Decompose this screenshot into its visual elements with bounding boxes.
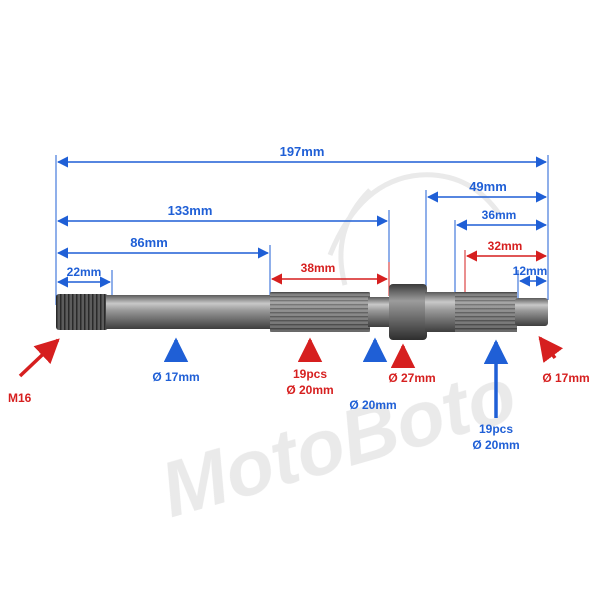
callout-labels: M16 Ø 17mm 19pcs Ø 20mm Ø 20mm Ø 27mm 19… [8,367,590,452]
end-diameter-arrow [538,336,564,363]
dimension-lines [56,156,548,288]
watermark: MotoBoto [151,172,525,534]
neck-diameter-label: Ø 20mm [349,398,396,412]
threaded-end [56,294,108,330]
dim-38-label: 38mm [301,261,336,275]
dim-86-label: 86mm [130,235,168,250]
end-journal [515,298,548,326]
shaft [56,284,548,340]
m16-arrow [18,338,60,378]
spline-right-diameter-label: Ø 20mm [472,438,519,452]
neck-section [368,297,392,327]
spline-shading-right [455,292,517,332]
end-diameter-label: Ø 17mm [542,371,589,385]
collar-diameter-label: Ø 27mm [388,371,435,385]
shaft-body [106,295,272,329]
extension-lines [55,155,549,305]
dim-133-label: 133mm [168,203,213,218]
shaft-diameter-label: Ø 17mm [152,370,199,384]
m16-label: M16 [8,391,32,405]
dimension-labels: 197mm 133mm 86mm 22mm 38mm 49mm 36mm 32m… [67,144,548,279]
callout-arrows [18,336,564,418]
dim-36-label: 36mm [482,208,517,222]
spline-shading-left [270,292,370,332]
collar [389,284,427,340]
step-section [425,292,455,332]
watermark-text: MotoBoto [151,349,525,534]
spline-left-count-label: 19pcs [293,367,327,381]
dim-12-label: 12mm [513,264,548,278]
spline-right-count-label: 19pcs [479,422,513,436]
dim-32-label: 32mm [488,239,523,253]
dim-197-label: 197mm [280,144,325,159]
spline-left-diameter-label: Ø 20mm [286,383,333,397]
dim-49-label: 49mm [469,179,507,194]
dim-22-label: 22mm [67,265,102,279]
